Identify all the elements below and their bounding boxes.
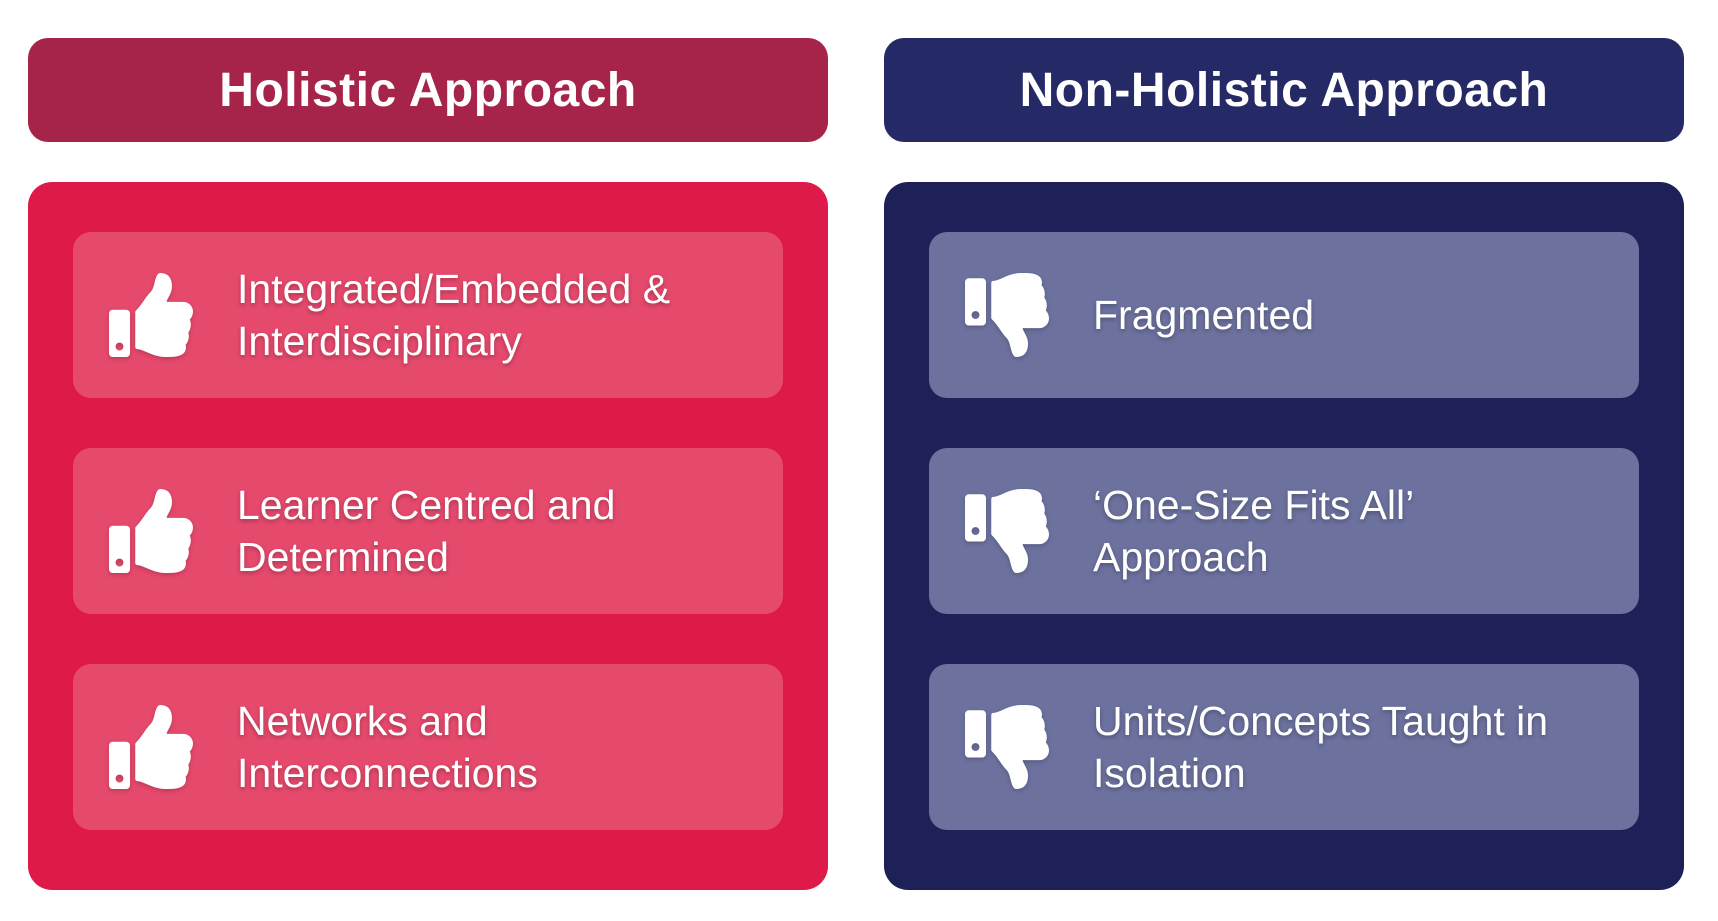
thumbs-up-icon bbox=[109, 489, 193, 573]
thumbs-up-icon bbox=[109, 273, 193, 357]
non-holistic-panel: Fragmented ‘One-Size Fits All’ Approach … bbox=[884, 182, 1684, 890]
list-item-label: ‘One-Size Fits All’ Approach bbox=[1093, 481, 1413, 580]
holistic-panel: Integrated/Embedded & Interdisciplinary … bbox=[28, 182, 828, 890]
list-item: Integrated/Embedded & Interdisciplinary bbox=[73, 232, 783, 398]
thumbs-down-icon bbox=[965, 273, 1049, 357]
list-item-label: Integrated/Embedded & Interdisciplinary bbox=[237, 265, 671, 364]
list-item: Fragmented bbox=[929, 232, 1639, 398]
holistic-header-title: Holistic Approach bbox=[219, 63, 637, 117]
holistic-header: Holistic Approach bbox=[28, 38, 828, 142]
thumbs-down-icon bbox=[965, 705, 1049, 789]
list-item-label: Units/Concepts Taught in Isolation bbox=[1093, 697, 1549, 796]
list-item-label: Learner Centred and Determined bbox=[237, 481, 616, 580]
thumbs-down-icon bbox=[965, 489, 1049, 573]
non-holistic-header: Non-Holistic Approach bbox=[884, 38, 1684, 142]
list-item: Learner Centred and Determined bbox=[73, 448, 783, 614]
non-holistic-header-title: Non-Holistic Approach bbox=[1019, 63, 1549, 117]
column-holistic: Holistic Approach Integrated/Embedded & … bbox=[28, 38, 828, 890]
list-item: Units/Concepts Taught in Isolation bbox=[929, 664, 1639, 830]
list-item: Networks and Interconnections bbox=[73, 664, 783, 830]
list-item-label: Networks and Interconnections bbox=[237, 697, 538, 796]
list-item-label: Fragmented bbox=[1093, 291, 1315, 338]
column-non-holistic: Non-Holistic Approach Fragmented ‘One-Si… bbox=[884, 38, 1684, 890]
list-item: ‘One-Size Fits All’ Approach bbox=[929, 448, 1639, 614]
thumbs-up-icon bbox=[109, 705, 193, 789]
